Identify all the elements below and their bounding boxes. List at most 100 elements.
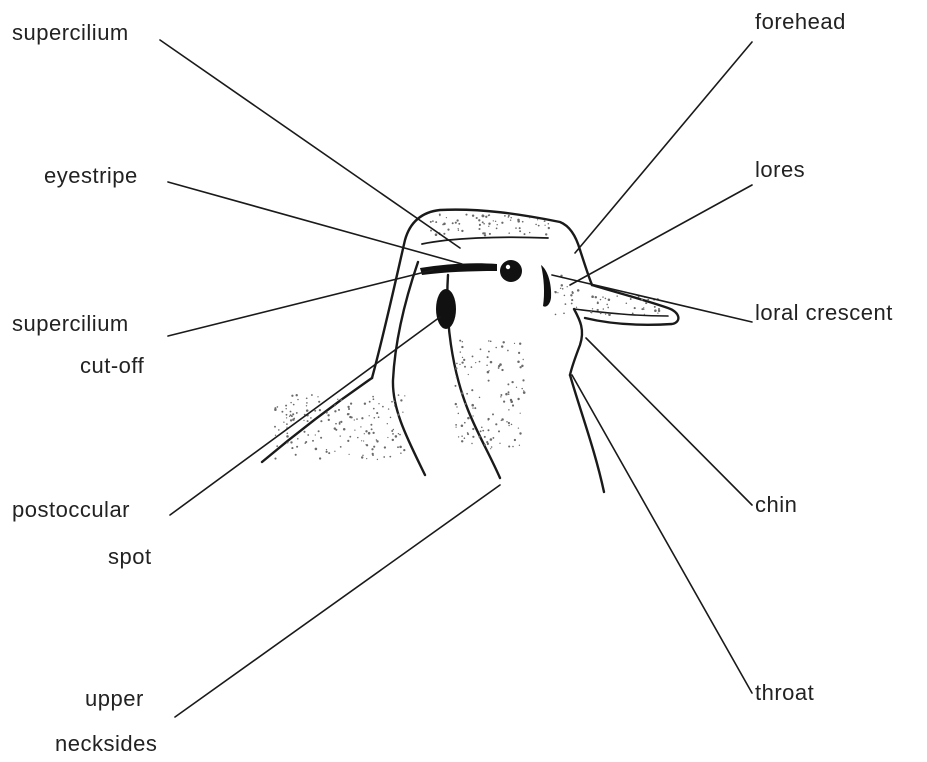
stipple-dot [461, 435, 463, 437]
stipple-dot [505, 393, 508, 396]
stipple-dot [501, 369, 503, 371]
stipple-dot [498, 367, 500, 369]
stipple-dot [328, 452, 330, 454]
stipple-dot [516, 387, 517, 388]
stipple-dot [472, 436, 474, 438]
stipple-dot [605, 298, 607, 300]
stipple-dot [502, 341, 504, 343]
stipple-dot [565, 303, 567, 305]
stipple-dot [519, 366, 521, 368]
stipple-dot [511, 424, 513, 426]
stipple-dot [432, 220, 434, 222]
stipple-dot [490, 448, 491, 449]
postocular-spot-mark [436, 289, 456, 329]
stipple-dot [291, 395, 293, 397]
stipple-dot [281, 411, 283, 413]
stipple-dot [483, 223, 485, 225]
stipple-dot [529, 217, 530, 218]
stipple-dot [654, 309, 657, 312]
stipple-dot [515, 227, 517, 229]
stipple-dot [296, 394, 298, 396]
stipple-dot [378, 403, 379, 404]
stipple-dot [274, 409, 277, 412]
label-loral-crescent: loral crescent [755, 300, 893, 325]
stipple-dot [376, 440, 378, 442]
stipple-dot [274, 458, 276, 460]
stipple-dot [286, 427, 287, 428]
stipple-dot [654, 306, 656, 308]
stipple-dot [399, 434, 401, 436]
stipple-dot [478, 228, 480, 230]
stipple-dot [392, 433, 394, 435]
stipple-dot [560, 288, 561, 289]
stipple-dot [562, 288, 564, 290]
stipple-dot [630, 298, 632, 300]
stipple-dot [488, 370, 489, 371]
stipple-dot [397, 413, 399, 415]
stipple-dot [339, 423, 341, 425]
stipple-dot [493, 220, 494, 221]
stipple-dot [383, 456, 385, 458]
stipple-dot [462, 341, 463, 342]
stipple-dot [474, 407, 476, 409]
stipple-dot [487, 443, 489, 445]
stipple-dot [461, 424, 464, 427]
stipple-dot [290, 411, 292, 413]
stipple-dot [486, 365, 488, 367]
stipple-shading [274, 214, 660, 461]
eye-highlight [506, 265, 510, 269]
label-upper-necksides-line2: necksides [55, 731, 157, 756]
stipple-dot [486, 441, 488, 443]
stipple-dot [306, 402, 308, 404]
stipple-dot [523, 359, 524, 360]
stipple-dot [512, 446, 514, 448]
stipple-dot [360, 426, 361, 427]
stipple-dot [508, 391, 510, 393]
stipple-dot [340, 446, 342, 448]
stipple-dot [459, 364, 460, 365]
stipple-dot [519, 227, 521, 229]
stipple-dot [616, 295, 617, 296]
stipple-dot [467, 417, 470, 420]
stipple-dot [354, 429, 355, 430]
stipple-dot [488, 340, 489, 341]
stipple-dot [510, 399, 512, 401]
stipple-dot [519, 230, 521, 232]
stipple-dot [395, 435, 398, 438]
stipple-dot [508, 216, 510, 218]
stipple-dot [535, 224, 537, 226]
stipple-dot [389, 456, 391, 458]
stipple-dot [648, 299, 649, 300]
stipple-dot [501, 222, 503, 224]
stipple-dot [508, 425, 509, 426]
stipple-dot [576, 307, 577, 308]
stipple-dot [592, 308, 593, 309]
stipple-dot [307, 434, 309, 436]
stipple-dot [488, 215, 490, 217]
stipple-dot [392, 439, 394, 441]
stipple-dot [495, 347, 497, 349]
stipple-dot [508, 409, 509, 410]
stipple-dot [287, 442, 289, 444]
stipple-dot [464, 422, 466, 424]
stipple-dot [361, 417, 363, 419]
stipple-dot [605, 314, 606, 315]
stipple-dot [517, 220, 520, 223]
stipple-dot [514, 439, 516, 441]
stipple-dot [455, 403, 457, 405]
label-throat: throat [755, 680, 814, 705]
stipple-dot [326, 412, 328, 414]
stipple-dot [275, 435, 276, 436]
leader-upper-necksides [175, 485, 500, 717]
stipple-dot [326, 449, 327, 450]
label-forehead: forehead [755, 9, 846, 34]
stipple-dot [370, 424, 372, 426]
stipple-dot [472, 415, 473, 416]
stipple-dot [641, 308, 643, 310]
stipple-dot [503, 401, 505, 403]
stipple-dot [495, 221, 496, 222]
stipple-dot [310, 417, 312, 419]
stipple-dot [368, 432, 371, 435]
stipple-dot [318, 430, 320, 432]
stipple-dot [554, 291, 556, 293]
